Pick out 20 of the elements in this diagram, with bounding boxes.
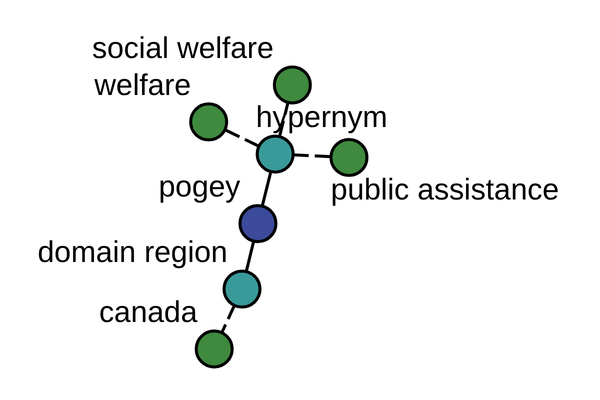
node-label: hypernym <box>256 100 388 134</box>
node-circle <box>189 102 228 141</box>
connector <box>278 102 290 136</box>
node-label: social welfare <box>92 31 274 64</box>
node-circle <box>222 269 262 308</box>
node-label: canada <box>99 296 198 329</box>
node-label: pogey <box>158 170 240 204</box>
connector <box>245 240 256 271</box>
node-label: public assistance <box>330 172 560 206</box>
connector <box>260 171 272 206</box>
connector <box>220 304 236 332</box>
node-circle <box>272 64 312 104</box>
connector <box>294 152 331 158</box>
node-circle <box>330 137 368 176</box>
node-label: welfare <box>94 68 192 102</box>
node-circle <box>256 134 295 174</box>
connector <box>224 128 260 147</box>
node-label: domain region <box>38 236 228 269</box>
node-circle <box>238 204 278 243</box>
node-circle <box>194 329 234 368</box>
